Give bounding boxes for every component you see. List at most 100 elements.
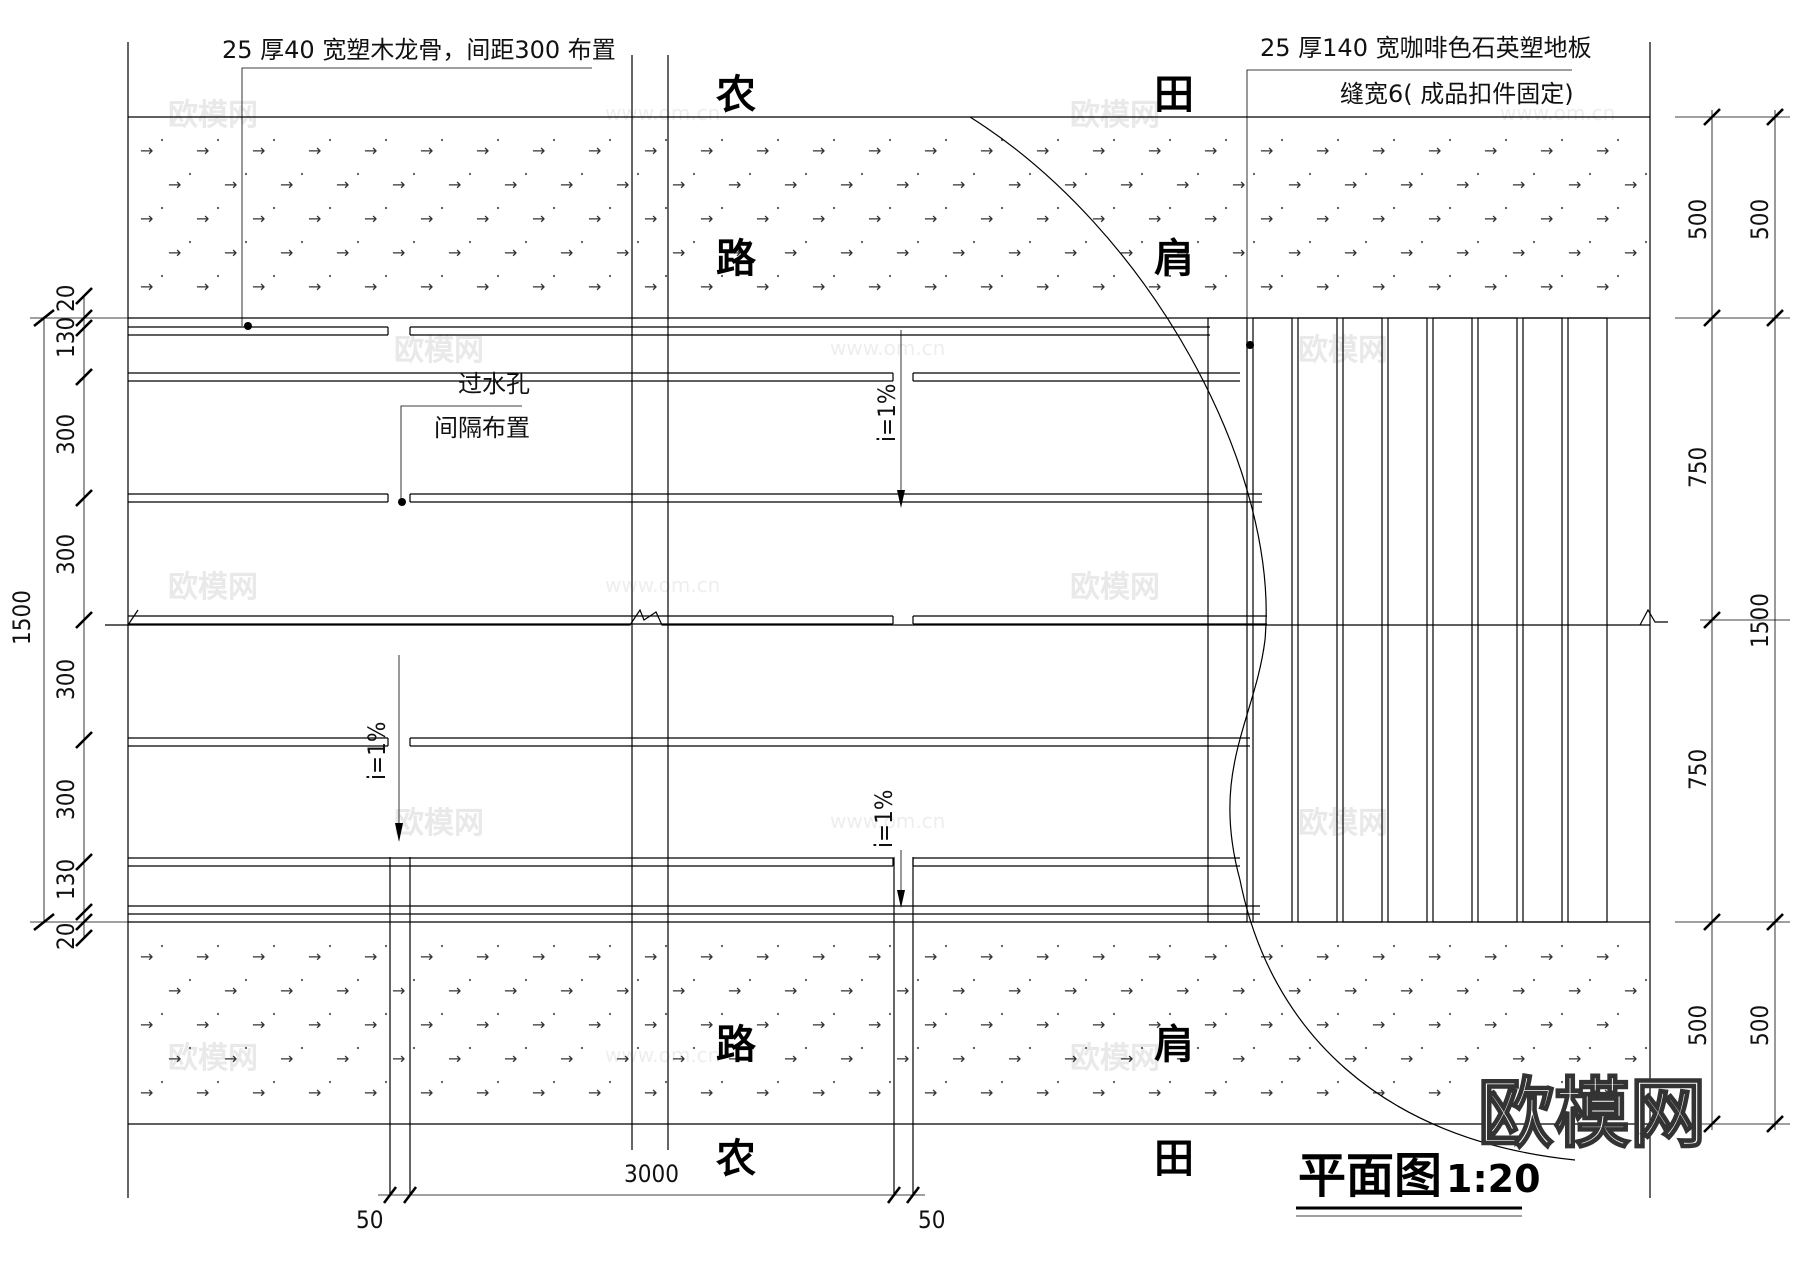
grass-dot xyxy=(244,240,248,244)
grass-mark: → xyxy=(336,1049,349,1068)
grass-dot xyxy=(860,172,864,176)
grass-dot xyxy=(1168,944,1172,948)
grass-dot xyxy=(1196,240,1200,244)
slope-label-3: i=1% xyxy=(870,790,898,848)
grass-dot xyxy=(1280,1012,1284,1016)
grass-mark: → xyxy=(448,1049,461,1068)
grass-mark: → xyxy=(756,141,769,160)
dim-bottom-50-right: 50 xyxy=(918,1206,945,1234)
grass-mark: → xyxy=(1232,243,1245,262)
grass-dot xyxy=(720,944,724,948)
dim-right-inner-750-2: 750 xyxy=(1684,749,1712,790)
dim-tick xyxy=(75,309,93,327)
right-dimensions: 500 750 750 500 500 1500 500 xyxy=(1675,108,1790,1133)
dim-tick xyxy=(1766,1115,1784,1133)
grass-dot xyxy=(804,978,808,982)
grass-mark: → xyxy=(1120,175,1133,194)
grass-dot xyxy=(664,206,668,210)
grass-dot xyxy=(272,1080,276,1084)
grass-mark: → xyxy=(1372,141,1385,160)
grass-dot xyxy=(972,1046,976,1050)
grass-dot xyxy=(1196,978,1200,982)
grass-mark: → xyxy=(1596,141,1609,160)
deck-plank xyxy=(1432,317,1473,923)
grass-dot xyxy=(1308,172,1312,176)
grass-mark: → xyxy=(1596,277,1609,296)
grass-dot xyxy=(1084,172,1088,176)
grass-mark: → xyxy=(532,141,545,160)
grass-dot xyxy=(1588,978,1592,982)
grass-mark: → xyxy=(504,243,517,262)
grass-dot xyxy=(1224,1012,1228,1016)
grass-dot xyxy=(440,1080,444,1084)
grass-dot xyxy=(944,206,948,210)
grass-mark: → xyxy=(224,175,237,194)
grass-mark: → xyxy=(196,277,209,296)
grass-dot xyxy=(216,206,220,210)
grass-mark: → xyxy=(1568,981,1581,1000)
grass-mark: → xyxy=(1540,947,1553,966)
grass-dot xyxy=(524,172,528,176)
grass-mark: → xyxy=(1064,981,1077,1000)
grass-dot xyxy=(328,206,332,210)
grass-dot xyxy=(1084,978,1088,982)
grass-dot xyxy=(944,1080,948,1084)
grass-dot xyxy=(692,240,696,244)
grass-dot xyxy=(972,172,976,176)
dim-left-300-2: 300 xyxy=(52,534,80,575)
grass-dot xyxy=(916,1046,920,1050)
grass-dot xyxy=(720,138,724,142)
grass-dot xyxy=(1252,172,1256,176)
watermark-brand: 欧模网 xyxy=(1070,570,1160,605)
grass-mark: → xyxy=(1092,1083,1105,1102)
grass-dot xyxy=(1616,274,1620,278)
grass-dot xyxy=(1000,944,1004,948)
grass-mark: → xyxy=(924,141,937,160)
grass-mark: → xyxy=(868,277,881,296)
grass-mark: → xyxy=(896,981,909,1000)
grass-mark: → xyxy=(840,981,853,1000)
dim-bottom-3000: 3000 xyxy=(624,1160,679,1188)
field-labels: 农 田 路 肩 路 肩 农 田 xyxy=(716,72,1194,1182)
grass-mark: → xyxy=(168,1049,181,1068)
grass-mark: → xyxy=(1596,1015,1609,1034)
grass-dot xyxy=(272,944,276,948)
grass-mark: → xyxy=(1204,277,1217,296)
grass-mark: → xyxy=(504,1049,517,1068)
grass-mark: → xyxy=(1008,1049,1021,1068)
grass-mark: → xyxy=(1260,209,1273,228)
grass-mark: → xyxy=(672,1049,685,1068)
grass-mark: → xyxy=(1540,141,1553,160)
grass-mark: → xyxy=(1484,277,1497,296)
grass-mark: → xyxy=(420,209,433,228)
grass-mark: → xyxy=(280,981,293,1000)
grass-dot xyxy=(552,138,556,142)
grass-dot xyxy=(664,274,668,278)
drain-note-line1: 过水孔 xyxy=(458,370,530,398)
grass-dot xyxy=(1588,240,1592,244)
grass-dot xyxy=(636,1046,640,1050)
grass-mark: → xyxy=(896,243,909,262)
grass-mark: → xyxy=(1204,947,1217,966)
grass-dot xyxy=(1000,1080,1004,1084)
field-label-nong-bottom: 农 xyxy=(716,1136,756,1182)
watermark-brand: 欧模网 xyxy=(168,570,258,605)
grass-mark: → xyxy=(364,947,377,966)
grass-mark: → xyxy=(420,1015,433,1034)
grass-mark: → xyxy=(1428,1083,1441,1102)
grass-mark: → xyxy=(1344,981,1357,1000)
grass-dot xyxy=(1364,1046,1368,1050)
grass-mark: → xyxy=(476,1015,489,1034)
grass-dot xyxy=(1336,274,1340,278)
grass-dot xyxy=(1644,978,1648,982)
grass-dot xyxy=(1028,172,1032,176)
grass-dot xyxy=(552,1012,556,1016)
grass-mark: → xyxy=(588,141,601,160)
bottom-dimensions: 50 3000 50 xyxy=(356,1160,945,1234)
grass-mark: → xyxy=(560,243,573,262)
grass-dot xyxy=(1112,1012,1116,1016)
grass-mark: → xyxy=(644,209,657,228)
grass-dot xyxy=(328,1080,332,1084)
dim-tick xyxy=(75,903,93,921)
grass-dot xyxy=(1616,944,1620,948)
